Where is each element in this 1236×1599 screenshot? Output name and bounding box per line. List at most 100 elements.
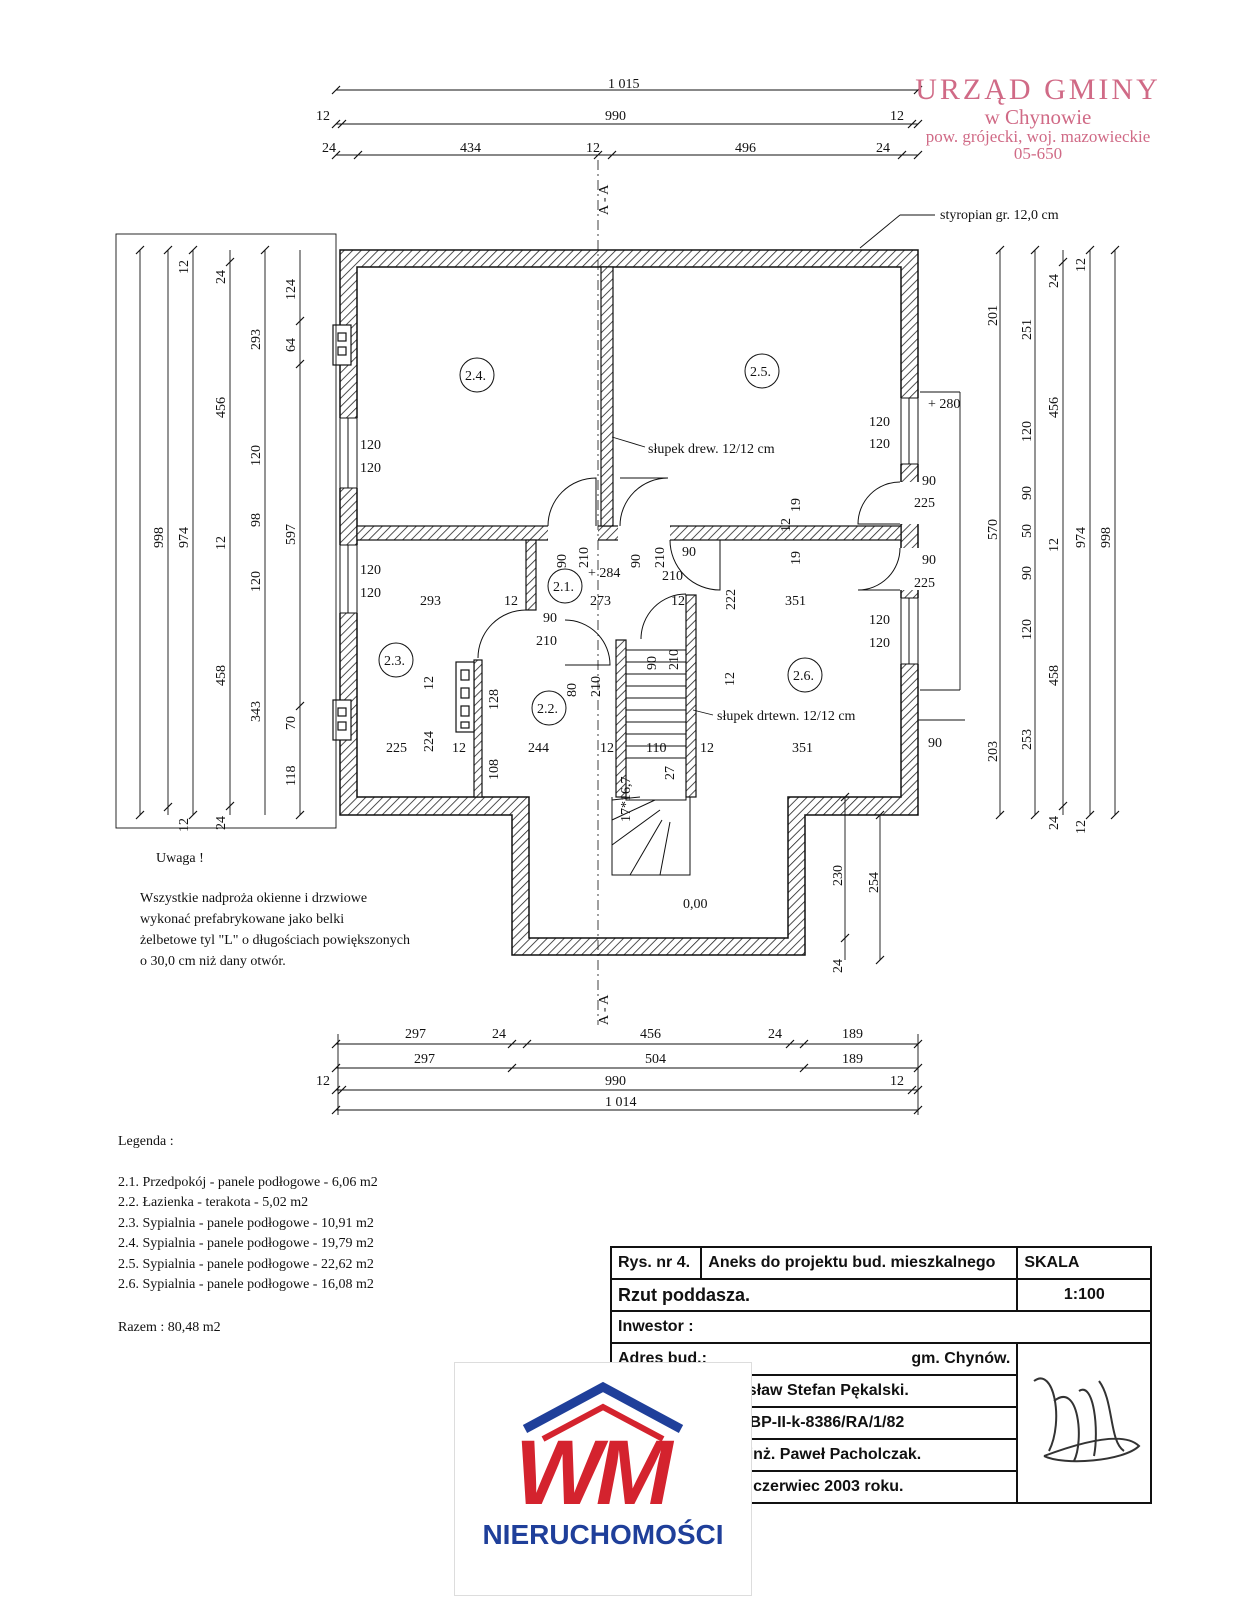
logo-mark: WM	[515, 1422, 673, 1524]
dim-293: 293	[420, 594, 441, 609]
municipality-stamp: URZĄD GMINY w Chynowie pow. grójecki, wo…	[888, 74, 1188, 163]
dim-bot-990: 990	[605, 1074, 626, 1089]
dim-top-12-mid: 12	[586, 141, 600, 156]
tb-scale-value: 1:100	[1016, 1278, 1153, 1312]
opening-dimensions: 120 120 120 120 120 120 120 120 90 225 9…	[360, 397, 960, 751]
dim-244: 244	[528, 741, 549, 756]
note-title: Uwaga !	[156, 851, 204, 866]
note-line-2: wykonać prefabrykowane jako belki	[140, 912, 345, 927]
dim-left-974: 974	[177, 527, 192, 548]
door-3-h: 210	[662, 569, 683, 584]
dim-right-90a: 90	[1020, 486, 1035, 500]
stamp-line-2: w Chynowie	[984, 104, 1092, 129]
dim-top-496: 496	[735, 141, 756, 156]
win-right1-h: 120	[869, 437, 890, 452]
section-label-top: A - A	[597, 184, 612, 215]
note-line-3: żelbetowe tyl "L" o długościach powiększ…	[140, 933, 410, 948]
door-right1-h: 225	[914, 496, 935, 511]
door-5-h: 210	[667, 649, 682, 670]
door-6-w: 80	[565, 683, 580, 697]
dim-224: 224	[422, 731, 437, 752]
chimney	[332, 324, 475, 741]
room-label-2-2: 2.2.	[537, 702, 558, 717]
room-label-2-5: 2.5.	[750, 365, 771, 380]
dim-right-50: 50	[1020, 524, 1035, 538]
dim-110: 110	[646, 741, 666, 756]
sill-284: + 284	[588, 566, 620, 581]
dim-left-124: 124	[284, 279, 299, 300]
dim-left-456: 456	[214, 397, 229, 418]
dim-bot-189b: 189	[842, 1052, 863, 1067]
dim-top-24-left: 24	[322, 141, 336, 156]
dim-top-12-left: 12	[316, 109, 330, 124]
top-dimensions: 1 015 990 12 12 24 434 12 496 24	[316, 77, 904, 156]
section-label-bottom: A - A	[597, 994, 612, 1025]
dim-27: 27	[663, 766, 678, 780]
post-label-1: słupek drew. 12/12 cm	[648, 442, 775, 457]
door-1-h: 210	[577, 547, 592, 568]
dim-bot-297b: 297	[414, 1052, 435, 1067]
win-left2-h: 120	[360, 586, 381, 601]
tb-municipality: gm. Chynów.	[911, 1350, 1011, 1367]
dim-left-64: 64	[284, 338, 299, 352]
right-dimensions: 201 570 203 251 120 90 50 90 120 253 24 …	[779, 258, 1114, 973]
legend-item: 2.1. Przedpokój - panele podłogowe - 6,0…	[118, 1174, 378, 1190]
dim-stair-24: 24	[831, 959, 846, 973]
dim-left-12-mid: 12	[214, 536, 229, 550]
dim-273: 273	[590, 594, 611, 609]
dim-bot-297a: 297	[405, 1027, 426, 1042]
room-label-2-3: 2.3.	[384, 654, 405, 669]
wm-logo: WM NIERUCHOMOŚCI	[454, 1362, 752, 1596]
legend-item: 2.2. Łazienka - terakota - 5,02 m2	[118, 1195, 309, 1210]
dim-12-f: 12	[700, 741, 714, 756]
dim-left-24-bot: 24	[214, 816, 229, 830]
tb-investor: Inwestor :	[609, 1310, 1153, 1344]
dim-left-343: 343	[249, 701, 264, 722]
dim-12-c: 12	[422, 676, 437, 690]
dim-right-mid-19b: 19	[789, 551, 804, 565]
door-5-w: 90	[645, 656, 660, 670]
dimension-lines	[115, 89, 1116, 1115]
dim-right-456: 456	[1047, 397, 1062, 418]
dim-bot-504: 504	[645, 1052, 666, 1067]
dim-128: 128	[487, 689, 502, 710]
dim-left-98: 98	[249, 513, 264, 527]
dim-right-203: 203	[986, 741, 1001, 762]
dim-left-597: 597	[284, 524, 299, 545]
win-left1-w: 120	[360, 438, 381, 453]
tb-signature	[1016, 1342, 1153, 1504]
dim-12-stair: 12	[723, 672, 738, 686]
dim-top-12-right: 12	[890, 109, 904, 124]
dim-225: 225	[386, 741, 407, 756]
dim-right-12-bot: 12	[1074, 820, 1089, 834]
stamp-line-3: pow. grójecki, woj. mazowieckie	[925, 126, 1151, 146]
dim-right-mid-19a: 19	[789, 498, 804, 512]
dim-top-total: 1 015	[608, 77, 640, 92]
room-markers	[378, 353, 823, 726]
left-dimensions: 998 974 12 12 24 456 12 458 24 293 120 9…	[152, 260, 299, 832]
dim-12-a: 12	[504, 594, 518, 609]
dim-right-90b: 90	[1020, 566, 1035, 580]
dim-bot-456: 456	[640, 1027, 661, 1042]
level-mark: 0,00	[683, 897, 708, 912]
dim-left-24-top: 24	[214, 270, 229, 284]
legend-title: Legenda :	[118, 1134, 174, 1149]
door-right2-h: 225	[914, 576, 935, 591]
dim-top-24-right: 24	[876, 141, 890, 156]
dim-right-12-top: 12	[1074, 258, 1089, 272]
win-right1-w: 120	[869, 415, 890, 430]
door-3-w: 90	[682, 545, 696, 560]
door-right2-w: 90	[922, 553, 936, 568]
sill-280: + 280	[928, 397, 960, 412]
legend-item: 2.6. Sypialnia - panele podłogowe - 16,0…	[118, 1277, 374, 1292]
stamp-line-1: URZĄD GMINY	[915, 73, 1161, 106]
post-label-2: słupek drtewn. 12/12 cm	[717, 709, 856, 724]
dim-351a: 351	[785, 594, 806, 609]
stamp-line-4: 05-650	[1013, 144, 1063, 164]
dim-right-201: 201	[986, 305, 1001, 326]
dim-right-570: 570	[986, 519, 1001, 540]
stair-steps: 17*16,7	[619, 777, 634, 823]
dim-right-251: 251	[1020, 319, 1035, 340]
dim-bot-12-left: 12	[316, 1074, 330, 1089]
